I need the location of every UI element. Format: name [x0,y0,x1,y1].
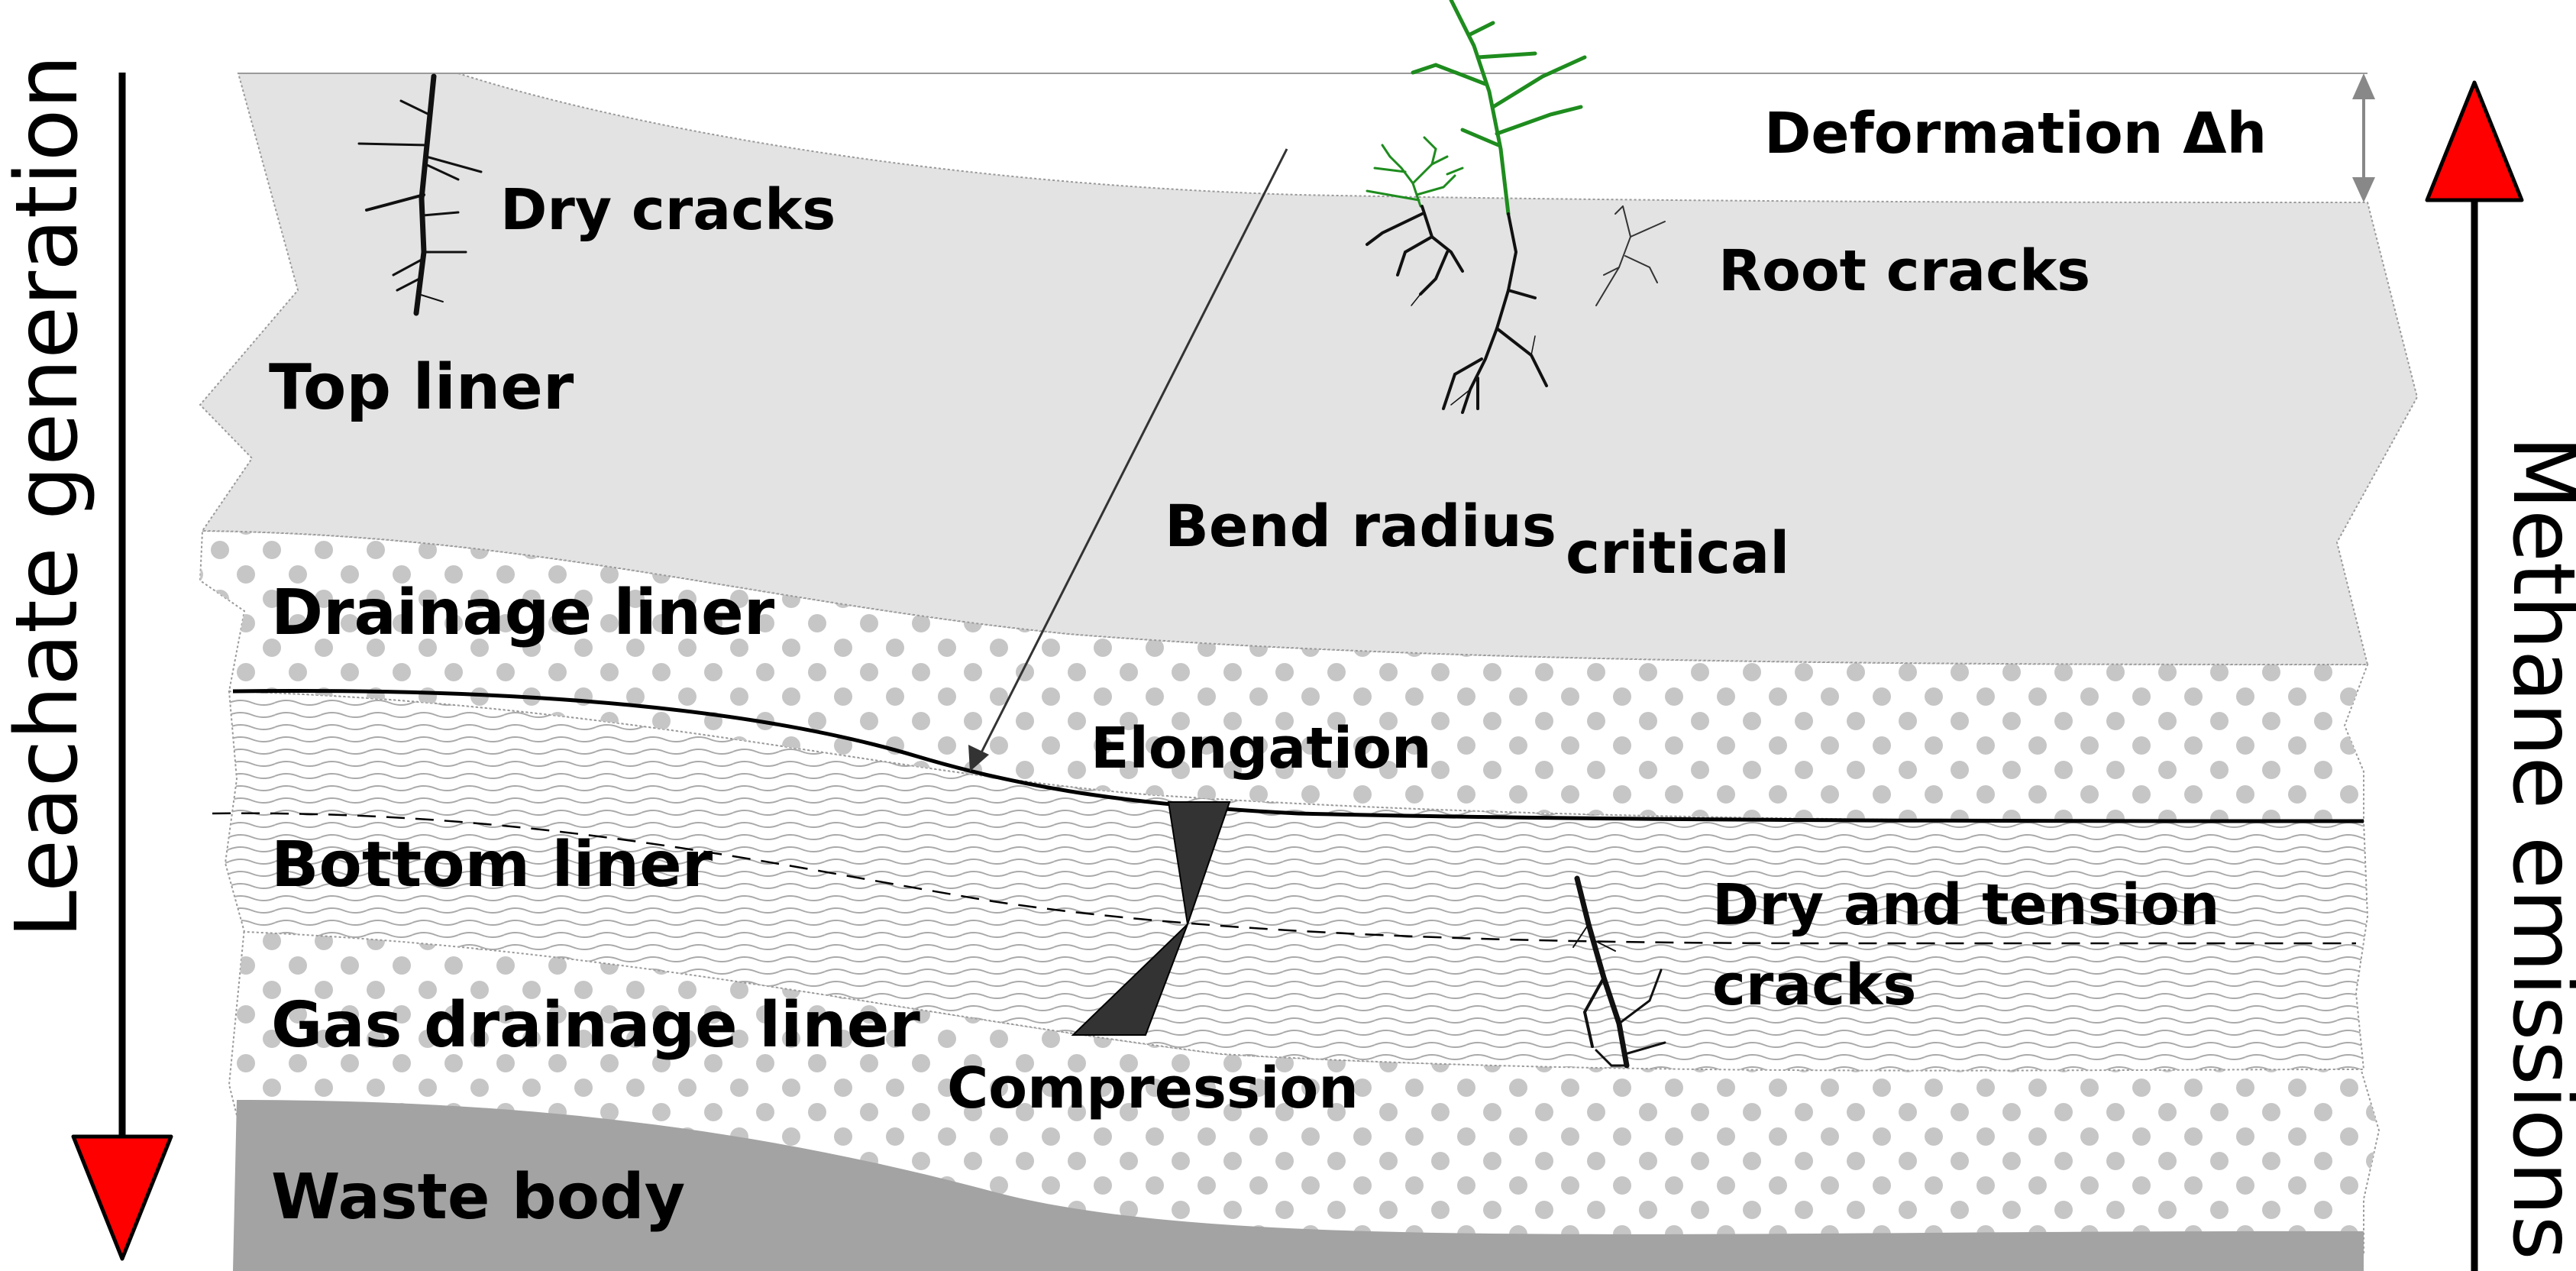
gas-drainage-liner-label: Gas drainage liner [271,989,920,1062]
top-liner-label: Top liner [269,351,574,424]
root-cracks-icon [1595,205,1666,306]
elongation-wedge [1167,801,1231,925]
waste-body-layer [233,1100,2364,1271]
methane-arrow [2425,80,2524,1271]
top-liner-layer [199,73,2419,666]
bend-radius-label: Bend radius [1165,492,1556,560]
deformation-arrow [2352,73,2375,202]
elongation-label: Elongation [1091,716,1432,781]
dry-cracks-icon [357,73,483,316]
methane-emissions-label: Methane emissions [2494,435,2576,1260]
leachate-generation-label: Leachate generation [0,55,97,939]
tension-crack-icon [1572,875,1666,1069]
compression-label: Compression [947,1056,1359,1121]
critical-label: critical [1566,519,1789,587]
leachate-arrow [71,73,173,1261]
deformation-label: Deformation Δh [1764,101,2267,167]
waste-body-label: Waste body [271,1161,685,1234]
root-cracks-label: Root cracks [1718,238,2090,304]
dry-tension-label-line1: Dry and tension [1712,872,2219,938]
bottom-liner-label: Bottom liner [271,829,713,901]
compression-wedge [1071,923,1188,1036]
dry-tension-label-line2: cracks [1712,952,1916,1018]
bend-radius-arrow [968,148,1288,771]
layer-stack [199,73,2419,1271]
neutral-axis-line [212,812,2356,945]
plant-icon [1366,0,1587,414]
drainage-liner-label: Drainage liner [271,577,775,649]
geomembrane-line [232,688,2364,823]
dry-cracks-label: Dry cracks [500,177,836,243]
